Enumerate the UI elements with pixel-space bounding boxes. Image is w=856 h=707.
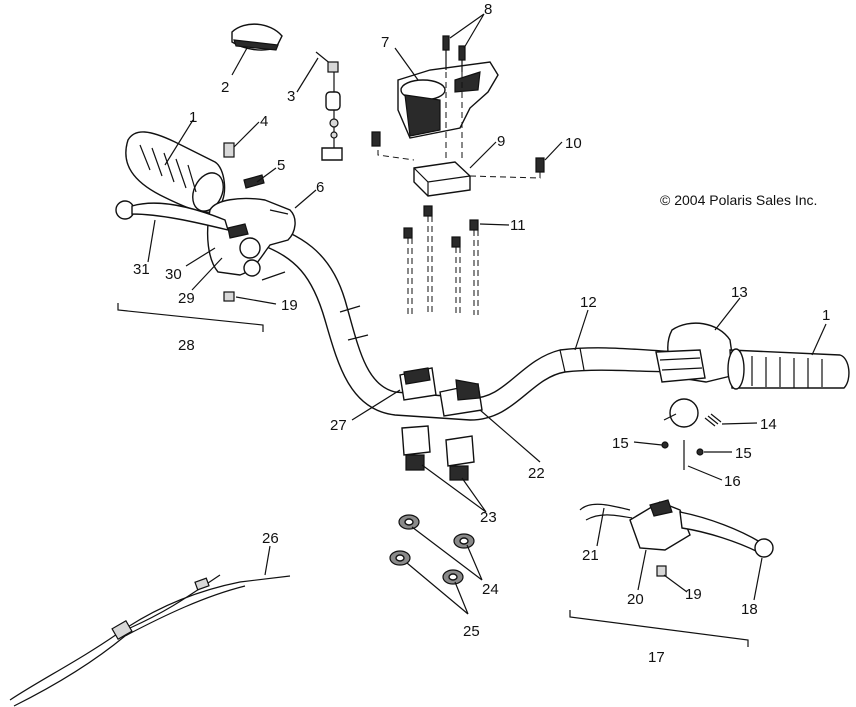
- lower-clamp-bolts: [401, 425, 475, 481]
- callout-15-left: 15: [612, 435, 629, 452]
- callout-15-right: 15: [735, 445, 752, 462]
- washers-and-nuts: [389, 514, 475, 585]
- part-10-bolt-a: [371, 131, 381, 147]
- callout-17: 17: [648, 649, 665, 666]
- callout-22: 22: [528, 465, 545, 482]
- callout-18: 18: [741, 601, 758, 618]
- part-11-bolts: [403, 205, 479, 248]
- callout-12: 12: [580, 294, 597, 311]
- callout-11: 11: [510, 217, 526, 234]
- callout-31: 31: [133, 261, 150, 278]
- callout-24: 24: [482, 581, 499, 598]
- leader-lines: [147, 13, 827, 615]
- part-7-cover: [397, 61, 499, 139]
- bracket-17: [569, 610, 749, 647]
- callout-27: 27: [330, 417, 347, 434]
- callout-30: 30: [165, 266, 182, 283]
- right-brake-lever-assembly: [579, 499, 774, 558]
- callout-2: 2: [221, 79, 229, 96]
- callout-14: 14: [760, 416, 777, 433]
- callout-28: 28: [178, 337, 195, 354]
- callout-13: 13: [731, 284, 748, 301]
- callout-23: 23: [480, 509, 497, 526]
- throttle-housing: [206, 197, 296, 281]
- callout-19-right: 19: [685, 586, 702, 603]
- copyright-notice: © 2004 Polaris Sales Inc.: [660, 192, 817, 208]
- part-26-cable: [9, 574, 291, 707]
- part-15-screw-a: [661, 441, 669, 449]
- callout-19-left: 19: [281, 297, 298, 314]
- upper-clamp-right: [439, 379, 483, 417]
- callout-21: 21: [582, 547, 599, 564]
- part-2-cap: [231, 23, 283, 51]
- callout-3: 3: [287, 88, 295, 105]
- part-4-pin: [223, 142, 235, 158]
- callout-8: 8: [484, 1, 492, 18]
- right-switch-housing: [655, 322, 736, 383]
- part-19-left: [223, 291, 235, 302]
- callout-10: 10: [565, 135, 582, 152]
- callout-26: 26: [262, 530, 279, 547]
- callout-20: 20: [627, 591, 644, 608]
- part-8-screw-b: [458, 45, 466, 61]
- callout-7: 7: [381, 34, 389, 51]
- callout-4: 4: [260, 113, 268, 130]
- callout-9: 9: [497, 133, 505, 150]
- callout-1-left: 1: [189, 109, 197, 126]
- part-10-bolt-b: [535, 157, 545, 173]
- part-19-right: [656, 565, 667, 577]
- callout-16: 16: [724, 473, 741, 490]
- callout-1-right: 1: [822, 307, 830, 324]
- bracket-28: [117, 303, 264, 332]
- callout-29: 29: [178, 290, 195, 307]
- part-9-plate: [413, 161, 471, 197]
- part-8-screw-a: [442, 35, 450, 51]
- part-15-screw-b: [696, 448, 704, 456]
- right-grip: [727, 348, 850, 390]
- part-3-wire-assembly: [315, 51, 343, 161]
- upper-clamp-left: [399, 367, 437, 401]
- part-5-screw: [243, 174, 265, 189]
- part-14-switch: [663, 398, 722, 428]
- left-brake-lever: [115, 200, 230, 231]
- callout-5: 5: [277, 157, 285, 174]
- callout-25: 25: [463, 623, 480, 640]
- callout-6: 6: [316, 179, 324, 196]
- callout-labels: 1 2 3 4 5 6 7 8 9 10 11 12 13 1 14 15 15…: [133, 1, 830, 666]
